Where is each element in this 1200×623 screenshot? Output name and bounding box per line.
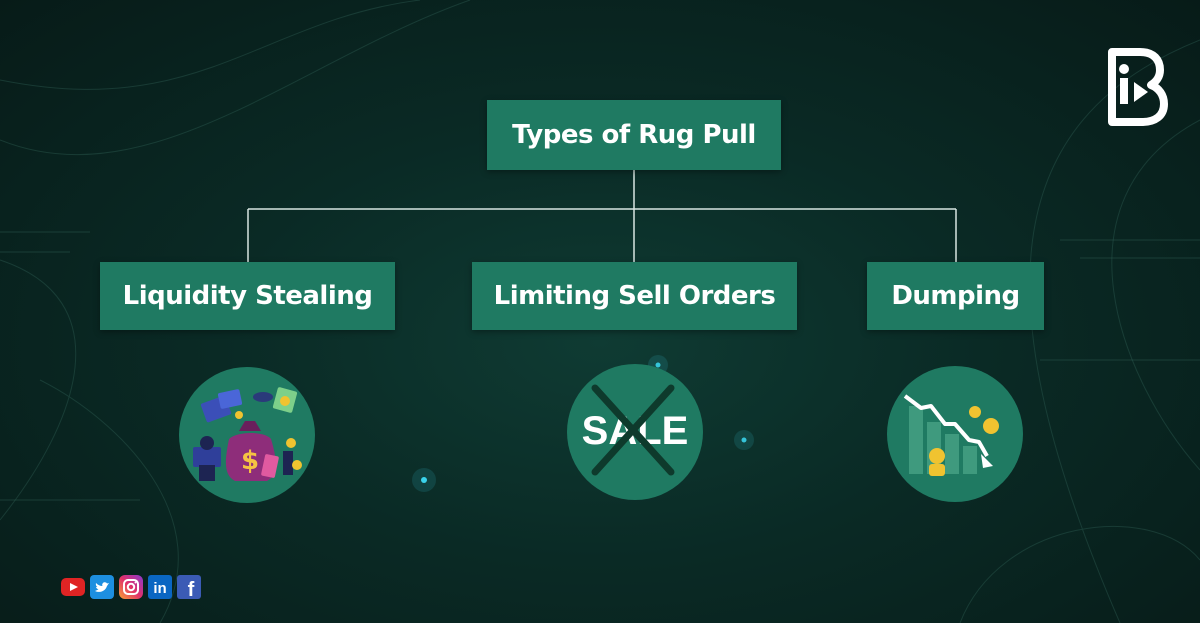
child-node-label: Liquidity Stealing	[122, 281, 373, 311]
child-node-dumping: Dumping	[867, 262, 1044, 330]
falling-chart-icon	[903, 394, 999, 476]
dumping-illustration	[887, 366, 1023, 502]
limiting-sell-orders-illustration: SALE	[567, 364, 703, 500]
svg-text:$: $	[241, 446, 259, 476]
facebook-text: f	[188, 579, 195, 600]
child-node-limiting-sell-orders: Limiting Sell Orders	[472, 262, 797, 330]
money-bag-thief-icon: $	[193, 387, 302, 481]
sale-crossed-icon: SALE	[582, 384, 688, 476]
instagram-icon[interactable]	[118, 574, 144, 600]
root-node-label: Types of Rug Pull	[512, 120, 756, 150]
social-icons-bar: in f	[60, 574, 202, 600]
child-node-liquidity-stealing: Liquidity Stealing	[100, 262, 395, 330]
brand-logo-icon	[1108, 48, 1168, 126]
twitter-icon[interactable]	[89, 574, 115, 600]
linkedin-icon[interactable]: in	[147, 574, 173, 600]
root-node-types-of-rug-pull: Types of Rug Pull	[487, 100, 781, 170]
linkedin-text: in	[153, 580, 166, 597]
liquidity-stealing-illustration: $	[179, 367, 315, 503]
connector-lines	[247, 170, 957, 262]
facebook-icon[interactable]: f	[176, 574, 202, 600]
child-node-label: Dumping	[891, 281, 1020, 311]
youtube-icon[interactable]	[60, 574, 86, 600]
child-node-label: Limiting Sell Orders	[493, 281, 776, 311]
